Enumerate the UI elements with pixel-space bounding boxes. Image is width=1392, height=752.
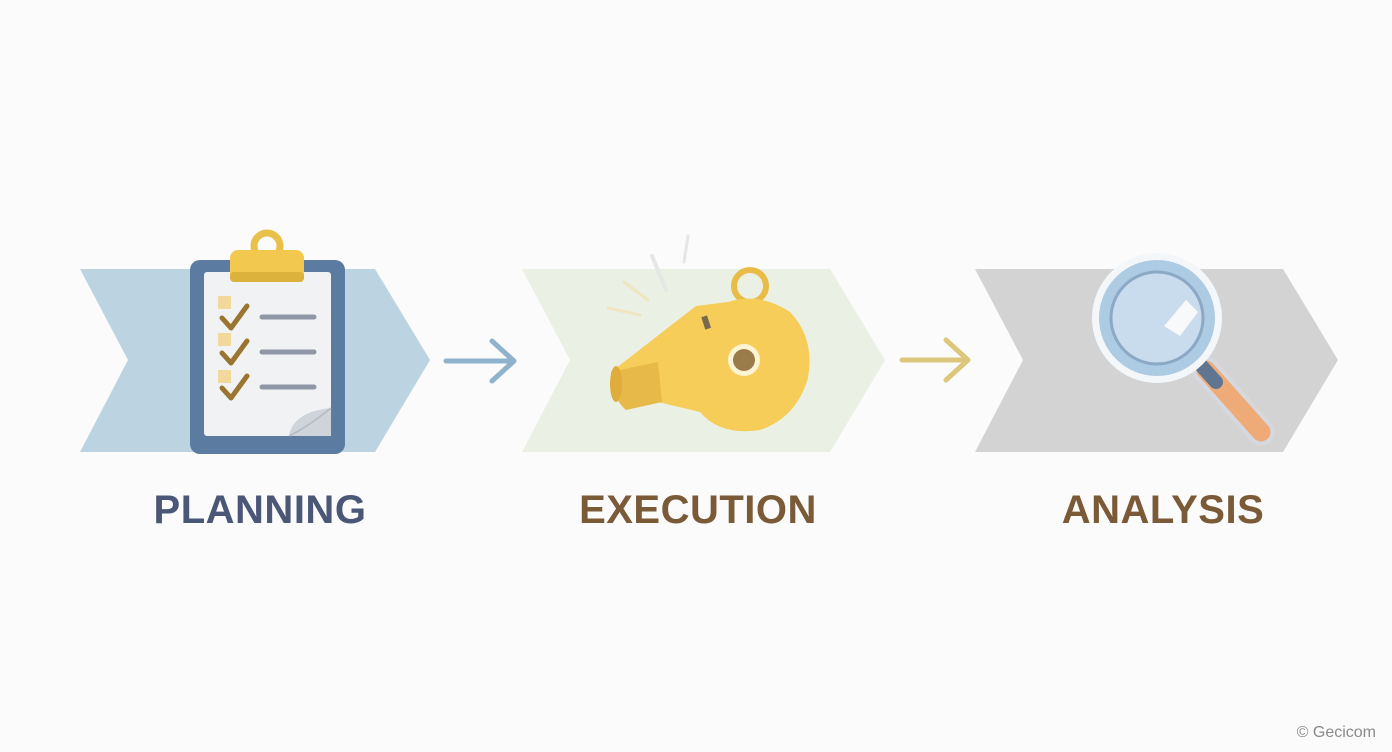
stage-label-planning: PLANNING	[153, 488, 367, 532]
arrow-right-icon	[443, 338, 517, 384]
watermark: © Gecicom	[1296, 724, 1376, 741]
arrow-right-icon	[899, 337, 971, 383]
stage-label-analysis: ANALYSIS	[1061, 488, 1265, 532]
clipboard-checklist-icon	[190, 229, 345, 454]
whistle-icon	[606, 234, 810, 432]
stage-label-execution: EXECUTION	[579, 488, 817, 532]
magnifying-glass-icon	[1092, 253, 1275, 446]
